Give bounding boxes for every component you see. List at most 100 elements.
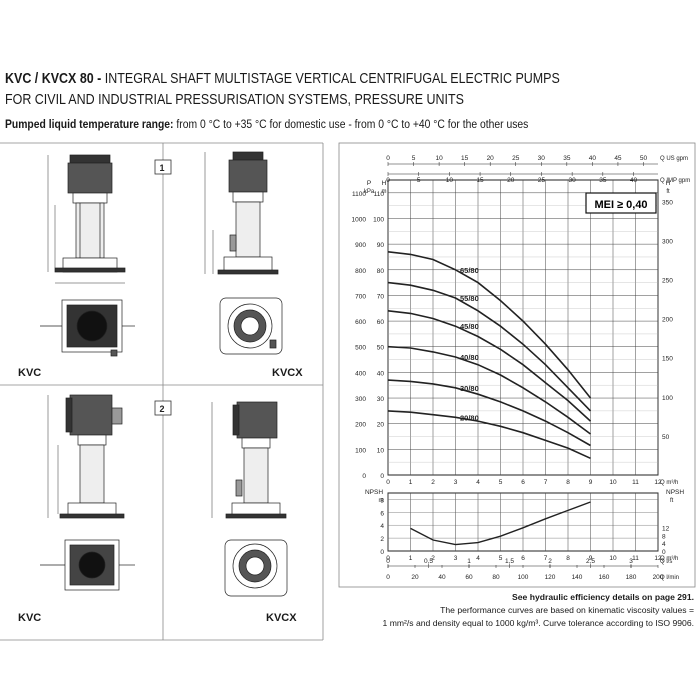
ls-tick-label: 2,5 [586, 558, 595, 565]
bottom-m3h-tick: 7 [544, 555, 548, 562]
kpa-tick-label: 900 [355, 242, 366, 249]
imp-gpm-tick-label: 5 [417, 177, 421, 184]
imp-gpm-tick-label: 15 [476, 177, 484, 184]
kvcx-label-1: KVCX [272, 367, 303, 379]
ls-tick-label: 1 [467, 558, 471, 565]
us-gpm-tick-label: 50 [640, 155, 648, 162]
x-tick-label: 0 [386, 479, 390, 486]
title-model: KVC / KVCX 80 - [5, 71, 102, 87]
kpa-tick-label: 800 [355, 268, 366, 275]
npsh-m-unit: m [379, 498, 384, 504]
m-tick-label: 0 [380, 473, 384, 480]
m-unit-label: m [382, 189, 387, 195]
curve-20-80 [387, 410, 591, 460]
bottom-m3h-tick: 8 [566, 555, 570, 562]
npsh-curve [410, 501, 591, 546]
npsh-label: NPSH [365, 489, 383, 496]
us-gpm-tick-label: 5 [412, 155, 416, 162]
x-tick-label: 10 [609, 479, 617, 486]
curve-label: 65/80 [460, 266, 479, 275]
kpa-tick-label: 200 [355, 422, 366, 429]
curve-40-80 [387, 345, 591, 435]
performance-note-line2: 1 mm²/s and density equal to 1000 kg/m³.… [382, 618, 694, 628]
imp-gpm-tick-label: 10 [446, 177, 454, 184]
lmin-tick-label: 80 [492, 574, 500, 581]
imp-gpm-tick-label: 30 [569, 177, 577, 184]
curve-30-80 [387, 379, 591, 447]
bottom-m3h-tick: 10 [609, 555, 617, 562]
bottom-m3h-tick: 4 [476, 555, 480, 562]
lmin-tick-label: 40 [438, 574, 446, 581]
lmin-tick-label: 200 [653, 574, 664, 581]
kpa-tick-label: 0 [362, 473, 366, 480]
ls-tick-label: 1,5 [505, 558, 514, 565]
kvc-label-2: KVC [18, 612, 42, 624]
curve-45-80 [387, 310, 592, 422]
bottom-m3h-tick: 12 [654, 555, 662, 562]
kpa-tick-label: 300 [355, 396, 366, 403]
curve-label: 45/80 [460, 322, 479, 331]
ft-tick-label: 300 [662, 238, 673, 245]
x-tick-label: 1 [409, 479, 413, 486]
ft-tick-label: 200 [662, 317, 673, 324]
x-tick-label: 8 [566, 479, 570, 486]
npsh-ft-tick: 0 [662, 549, 666, 556]
npsh-ft-tick: 4 [662, 541, 666, 548]
x-tick-label: 11 [632, 479, 639, 486]
bottom-m3h-tick: 1 [409, 555, 413, 562]
ls-axis-label: Q l/s [660, 559, 672, 565]
us-gpm-tick-label: 20 [487, 155, 495, 162]
npsh-ft-unit: ft [670, 498, 674, 504]
kpa-tick-label: 500 [355, 345, 366, 352]
ls-tick-label: 0 [386, 558, 390, 565]
curve-label: 40/80 [460, 353, 479, 362]
npsh-m-tick: 4 [380, 523, 384, 530]
m-tick-label: 100 [373, 216, 384, 223]
lmin-tick-label: 20 [411, 574, 419, 581]
ft-unit-label: ft [666, 189, 670, 195]
see-details-note: See hydraulic efficiency details on page… [512, 592, 694, 602]
us-gpm-axis-label: Q US gpm [660, 156, 688, 162]
ft-tick-label: 350 [662, 199, 673, 206]
mei-label: MEI ≥ 0,40 [594, 199, 647, 211]
us-gpm-tick-label: 15 [461, 155, 469, 162]
imp-gpm-tick-label: 40 [630, 177, 638, 184]
h-axis-label: H [382, 180, 387, 187]
ft-tick-label: 50 [662, 434, 670, 441]
title-description: INTEGRAL SHAFT MULTISTAGE VERTICAL CENTR… [104, 71, 560, 87]
kpa-tick-label: 600 [355, 319, 366, 326]
curve-label: 30/80 [460, 384, 479, 393]
temperature-range: Pumped liquid temperature range: from 0 … [5, 119, 528, 131]
lmin-tick-label: 60 [465, 574, 473, 581]
curve-label: 55/80 [460, 294, 479, 303]
ls-tick-label: 2 [548, 558, 552, 565]
us-gpm-tick-label: 30 [538, 155, 546, 162]
x-tick-label: 3 [454, 479, 458, 486]
lmin-tick-label: 180 [626, 574, 637, 581]
ft-tick-label: 150 [662, 356, 673, 363]
p-axis-label: P [367, 180, 371, 187]
lmin-tick-label: 140 [572, 574, 583, 581]
x-tick-label: 12 [654, 479, 662, 486]
m-tick-label: 40 [377, 370, 385, 377]
kvcx-label-2: KVCX [266, 612, 297, 624]
kpa-tick-label: 1000 [352, 216, 367, 223]
x-tick-label: 6 [521, 479, 525, 486]
x-tick-label: 4 [476, 479, 480, 486]
bottom-m3h-tick: 9 [589, 555, 593, 562]
kpa-unit-label: kPa [364, 189, 375, 195]
us-gpm-tick-label: 10 [435, 155, 443, 162]
bottom-m3h-tick: 6 [521, 555, 525, 562]
npsh-m-tick: 2 [380, 536, 384, 543]
us-gpm-tick-label: 25 [512, 155, 520, 162]
m-tick-label: 90 [377, 242, 385, 249]
x-tick-label: 2 [431, 479, 435, 486]
lmin-axis-label: Q l/min [660, 575, 679, 581]
imp-gpm-tick-label: 25 [538, 177, 546, 184]
mei-box [585, 192, 657, 214]
x-tick-label: 7 [544, 479, 548, 486]
npsh-m-tick: 0 [380, 549, 384, 556]
us-gpm-tick-label: 40 [589, 155, 597, 162]
